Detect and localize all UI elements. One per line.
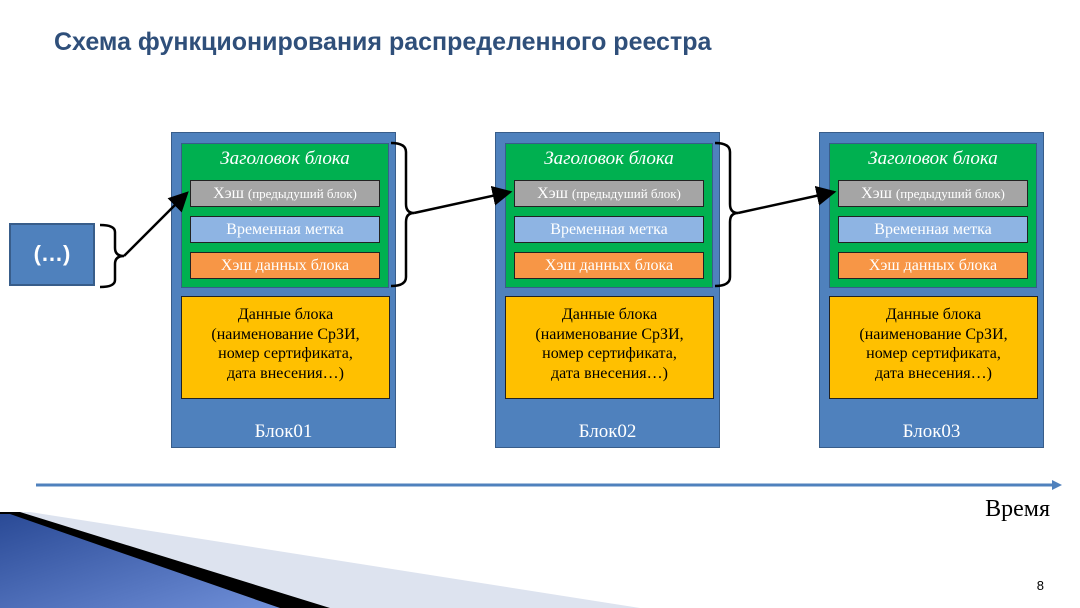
block-data-line: дата внесения…)	[551, 364, 668, 382]
data-hash-field: Хэш данных блока	[190, 252, 380, 279]
block-data-line: Данные блока	[237, 306, 334, 323]
block-data: Данные блока (наименование СрЗИ, номер сер…	[505, 296, 714, 399]
data-hash-field: Хэш данных блока	[514, 252, 704, 279]
decoration-blue-wedge	[0, 514, 280, 608]
previous-blocks-box: (…)	[9, 223, 95, 286]
block-name: Блок03	[902, 421, 961, 442]
block-name: Блок01	[254, 421, 313, 442]
prev-hash-field: Хэш (предыдуший блок)	[838, 180, 1028, 207]
block-data: Данные блока (наименование СрЗИ, номер сер…	[829, 296, 1038, 399]
block-header-title: Заголовок блока	[220, 148, 350, 169]
time-axis-label: Время	[985, 496, 1050, 522]
block-1: Заголовок блока Хэш (предыдуший блок) Вр…	[171, 132, 396, 448]
block-name: Блок02	[578, 421, 637, 442]
block-data-line: (наименование СрЗИ,	[859, 325, 1008, 343]
prev-hash-field: Хэш (предыдуший блок)	[190, 180, 380, 207]
data-hash-field: Хэш данных блока	[838, 252, 1028, 279]
block-data-line: (наименование СрЗИ,	[535, 325, 684, 343]
block-header: Заголовок блока Хэш (предыдуший блок) Вр…	[181, 143, 389, 288]
block-data-line: Данные блока	[885, 306, 982, 323]
prev-hash-field: Хэш (предыдуший блок)	[514, 180, 704, 207]
page-number: 8	[1036, 578, 1044, 593]
prev-hash-note: (предыдуший блок)	[895, 186, 1005, 201]
timestamp-field: Временная метка	[838, 216, 1028, 243]
block-data-line: номер сертификата,	[542, 345, 677, 362]
block-data: Данные блока (наименование СрЗИ, номер сер…	[181, 296, 390, 399]
time-axis-arrowhead	[1052, 480, 1062, 490]
block-3: Заголовок блока Хэш (предыдуший блок) Вр…	[819, 132, 1044, 448]
prev-hash-label: Хэш	[213, 185, 244, 202]
timestamp-field: Временная метка	[190, 216, 380, 243]
block-data-line: номер сертификата,	[866, 345, 1001, 362]
block-data-line: дата внесения…)	[875, 364, 992, 382]
block-data-line: номер сертификата,	[218, 345, 353, 362]
prev-hash-note: (предыдуший блок)	[571, 186, 681, 201]
block-data-line: дата внесения…)	[227, 364, 344, 382]
prev-hash-label: Хэш	[537, 185, 568, 202]
block-data-line: Данные блока	[561, 306, 658, 323]
block-2: Заголовок блока Хэш (предыдуший блок) Вр…	[495, 132, 720, 448]
timestamp-field: Временная метка	[514, 216, 704, 243]
block-header-title: Заголовок блока	[868, 148, 998, 169]
slide-title: Схема функционирования распределенного р…	[54, 28, 712, 56]
block-header: Заголовок блока Хэш (предыдуший блок) Вр…	[505, 143, 713, 288]
block-header-title: Заголовок блока	[544, 148, 674, 169]
block-data-line: (наименование СрЗИ,	[211, 325, 360, 343]
block-header: Заголовок блока Хэш (предыдуший блок) Вр…	[829, 143, 1037, 288]
prev-hash-note: (предыдуший блок)	[247, 186, 357, 201]
prev-hash-label: Хэш	[861, 185, 892, 202]
